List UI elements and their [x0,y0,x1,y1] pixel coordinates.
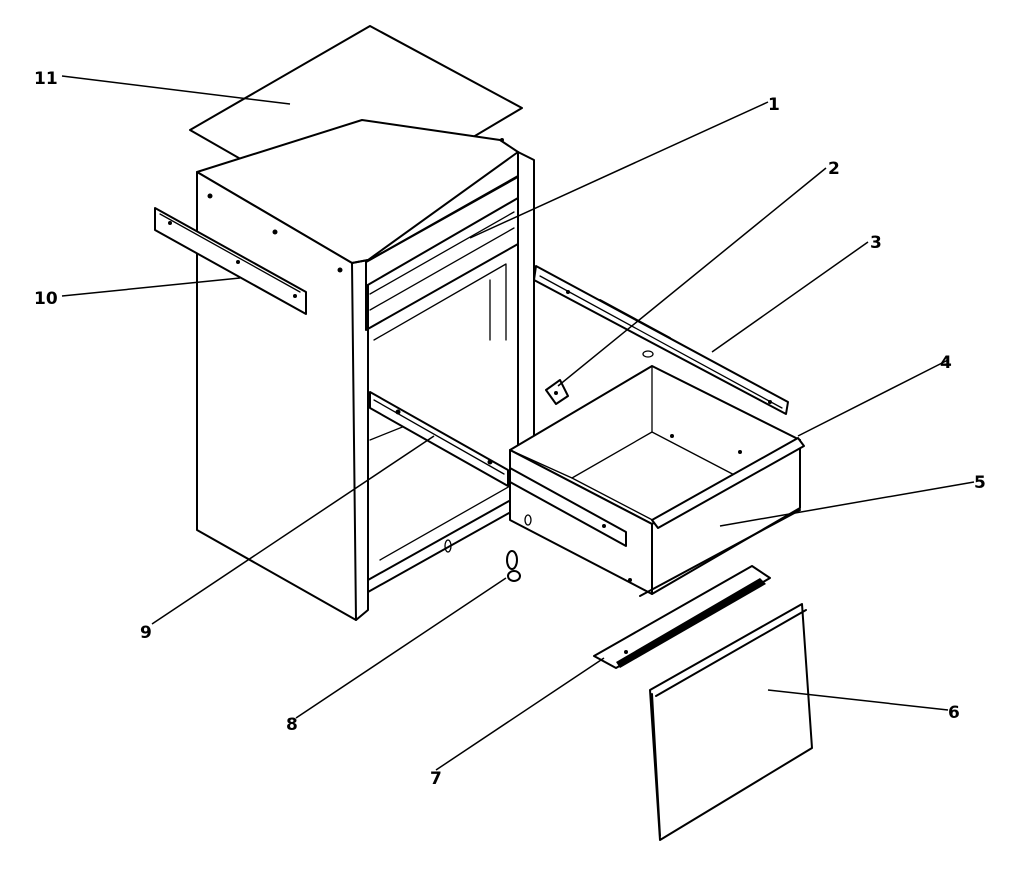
leader-6 [767,689,949,711]
callout-6: 6 [948,703,960,723]
callout-8: 8 [286,715,298,735]
callout-7: 7 [430,769,442,789]
leader-4 [797,359,949,437]
part-drawer [509,365,805,597]
part-drawer-front [649,603,813,841]
leader-5 [719,481,975,527]
callout-1: 1 [768,95,780,115]
leader-10 [61,277,241,297]
part-side-bracket [154,207,307,315]
leader-8 [295,577,507,719]
callout-4: 4 [940,353,952,373]
leader-1 [469,101,769,239]
part-clip [545,379,569,405]
leader-9 [151,435,435,625]
part-upper-rail [365,177,517,263]
part-cabinet-body [196,119,535,621]
callout-2: 2 [828,159,840,179]
callout-11: 11 [34,69,58,89]
part-front-trim [593,565,771,669]
callouts: 11 1 2 3 4 5 10 9 8 7 6 [34,69,986,789]
callout-3: 3 [870,233,882,253]
part-slide-rail-left [369,391,509,487]
callout-10: 10 [34,289,58,309]
leader-11 [61,75,291,105]
part-slide-rail-right [533,265,789,415]
leader-lines [61,75,975,771]
leader-2 [557,167,827,387]
callout-5: 5 [974,473,986,493]
leader-3 [711,241,869,353]
callout-9: 9 [140,623,152,643]
part-screw [506,550,521,582]
leader-7 [435,657,605,771]
